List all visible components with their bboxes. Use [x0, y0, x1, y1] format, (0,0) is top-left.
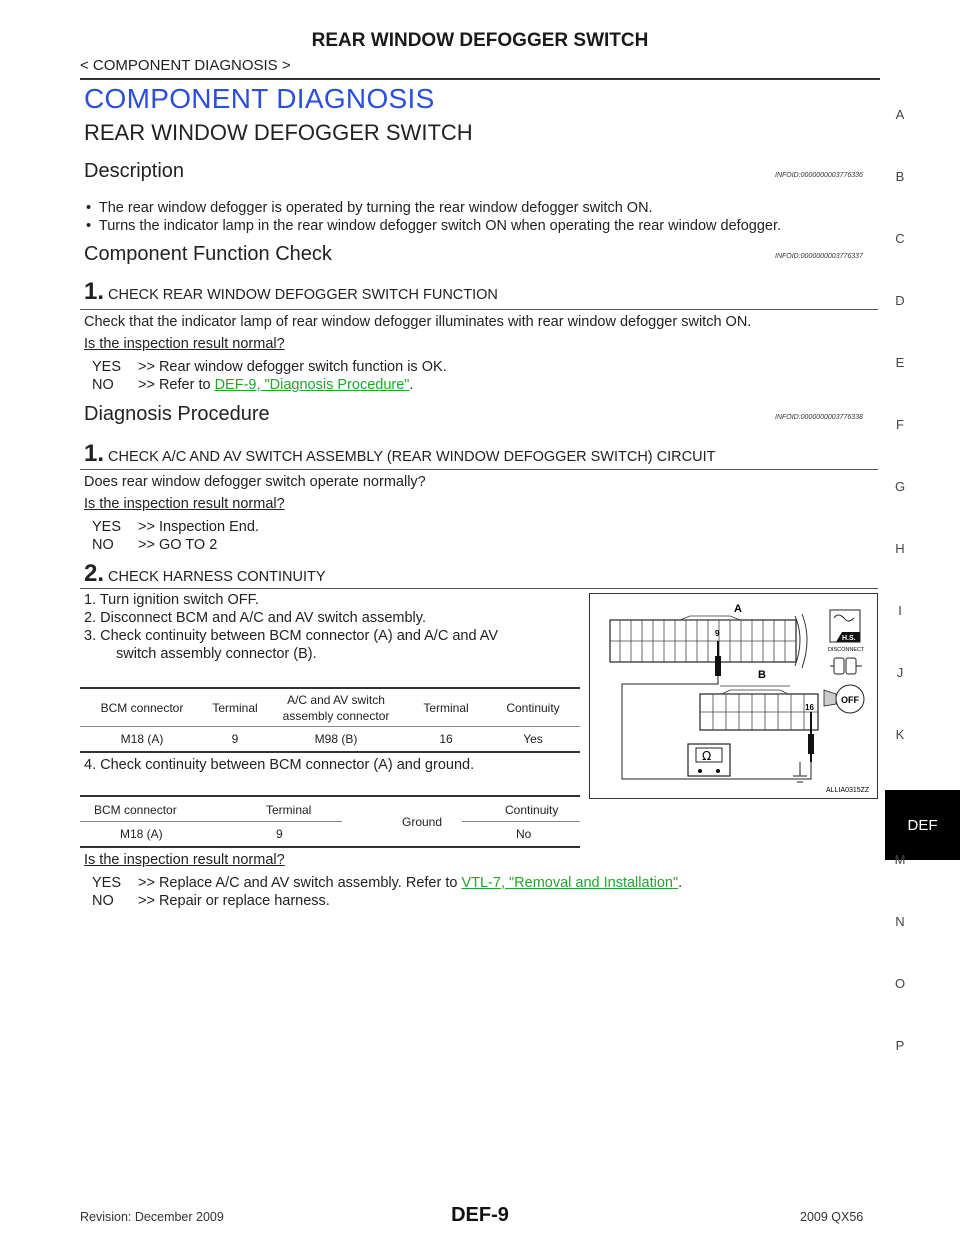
- sidebar-letter-f[interactable]: F: [896, 417, 904, 432]
- wiring-diagram: A 9 B 16: [609, 603, 870, 794]
- table-rule: [80, 795, 580, 797]
- procedure-item-1: 1. Turn ignition switch OFF.: [84, 592, 259, 608]
- hs-label: H.S.: [842, 635, 856, 642]
- pin-a-label: 9: [715, 629, 720, 638]
- disconnect-label: DISCONNECT: [828, 647, 865, 653]
- table-header: Ground: [402, 815, 443, 829]
- diagnosis-step-2-no: NO>> Repair or replace harness.: [92, 893, 330, 909]
- table-header: Continuity: [505, 803, 559, 817]
- table-header: BCM connector: [100, 701, 184, 715]
- ground-symbol: [793, 762, 807, 783]
- removal-installation-link[interactable]: VTL-7, "Removal and Installation": [461, 875, 679, 891]
- sidebar-letter-j[interactable]: J: [896, 665, 904, 680]
- table-rule: [80, 846, 580, 848]
- diagnosis-step-1-text: Does rear window defogger switch operate…: [84, 474, 426, 490]
- diagnosis-infoid: INFOID:0000000003776338: [775, 414, 863, 421]
- sidebar-letter-e[interactable]: E: [895, 355, 905, 370]
- function-check-yes: YES>> Rear window defogger switch functi…: [92, 359, 447, 375]
- procedure-item-2: 2. Disconnect BCM and A/C and AV switch …: [84, 610, 426, 626]
- function-check-step: 1.CHECK REAR WINDOW DEFOGGER SWITCH FUNC…: [84, 278, 498, 305]
- procedure-item-3: 3. Check continuity between BCM connecto…: [84, 628, 499, 644]
- diagnosis-step-2: 2.CHECK HARNESS CONTINUITY: [84, 560, 326, 587]
- function-check-heading: Component Function Check: [84, 243, 332, 265]
- table-cell: M98 (B): [314, 732, 358, 746]
- table-header: Terminal: [266, 803, 312, 817]
- ignition-off-icon: [823, 684, 865, 714]
- continuity-table-1: BCM connector Terminal A/C and AV switch…: [80, 690, 580, 751]
- sidebar-letter-n[interactable]: N: [895, 914, 905, 929]
- step-divider: [80, 309, 878, 310]
- footer-model: 2009 QX56: [800, 1210, 864, 1224]
- breadcrumb: < COMPONENT DIAGNOSIS >: [80, 57, 291, 74]
- sidebar-letter-def-active[interactable]: DEF: [885, 790, 960, 860]
- table-cell: 9: [231, 732, 239, 746]
- table-header: Continuity: [506, 701, 560, 715]
- diagnosis-step-2-question: Is the inspection result normal?: [84, 852, 285, 868]
- sidebar-letter-g[interactable]: G: [894, 479, 906, 494]
- table-header: BCM connector: [94, 803, 177, 817]
- hs-icon: [829, 609, 861, 643]
- description-bullet-2: • Turns the indicator lamp in the rear w…: [86, 218, 782, 234]
- off-label: OFF: [841, 695, 859, 705]
- function-check-text: Check that the indicator lamp of rear wi…: [84, 314, 752, 330]
- wiring-diagram-figure: A 9 B 16: [589, 593, 878, 799]
- sidebar-letter-a[interactable]: A: [895, 107, 905, 122]
- connector-b: [699, 685, 819, 731]
- table-header: Terminal: [212, 701, 258, 715]
- table-cell: No: [516, 827, 532, 841]
- header-divider: [80, 78, 880, 80]
- function-check-question: Is the inspection result normal?: [84, 336, 285, 352]
- page-header-title: REAR WINDOW DEFOGGER SWITCH: [311, 30, 649, 51]
- sidebar-letter-k[interactable]: K: [895, 727, 905, 742]
- table-cell: M18 (A): [120, 827, 163, 841]
- subsection-title: REAR WINDOW DEFOGGER SWITCH: [84, 120, 473, 145]
- diagnosis-step-1-yes: YES>> Inspection End.: [92, 519, 259, 535]
- table-cell: 9: [276, 827, 283, 841]
- table-rule: [80, 751, 580, 753]
- sidebar-letter-b[interactable]: B: [895, 169, 905, 184]
- connector-b-label: B: [758, 669, 766, 681]
- connector-a-label: A: [734, 603, 742, 615]
- table-header: Terminal: [423, 701, 469, 715]
- ohmmeter: [687, 743, 731, 777]
- disconnect-icon: [830, 657, 862, 675]
- connector-a: [609, 613, 808, 669]
- section-title: COMPONENT DIAGNOSIS: [84, 83, 435, 114]
- function-check-no: NO>> Refer to DEF-9, "Diagnosis Procedur…: [92, 377, 414, 393]
- sidebar-letter-h[interactable]: H: [895, 541, 905, 556]
- pin-b-label: 16: [805, 703, 814, 712]
- step-divider: [80, 469, 878, 470]
- footer-page-number: DEF-9: [451, 1204, 509, 1226]
- diagnosis-procedure-link[interactable]: DEF-9, "Diagnosis Procedure": [214, 377, 410, 393]
- table-cell: 16: [439, 732, 453, 746]
- table-cell: M18 (A): [120, 732, 164, 746]
- sidebar-letter-o[interactable]: O: [894, 976, 906, 991]
- sidebar-letter-c[interactable]: C: [895, 231, 905, 246]
- sidebar-letter-m[interactable]: M: [894, 852, 906, 867]
- figure-code: ALLIA0315ZZ: [826, 787, 870, 794]
- table-rule: [80, 687, 580, 689]
- sidebar-letter-d[interactable]: D: [895, 293, 905, 308]
- description-infoid: INFOID:0000000003776336: [775, 172, 863, 179]
- ohm-symbol: Ω: [702, 749, 711, 763]
- diagnosis-heading: Diagnosis Procedure: [84, 403, 270, 425]
- description-bullet-1: • The rear window defogger is operated b…: [86, 200, 653, 216]
- procedure-item-4: 4. Check continuity between BCM connecto…: [84, 757, 475, 773]
- sidebar-letter-i[interactable]: I: [898, 603, 902, 618]
- description-heading: Description: [84, 160, 185, 182]
- diagnosis-step-2-yes: YES>> Replace A/C and AV switch assembly…: [92, 875, 683, 891]
- step-divider: [80, 588, 878, 589]
- function-check-infoid: INFOID:0000000003776337: [775, 253, 863, 260]
- footer-revision: Revision: December 2009: [80, 1210, 224, 1224]
- diagnosis-step-1-no: NO>> GO TO 2: [92, 537, 218, 553]
- table-cell: Yes: [523, 732, 543, 746]
- diagnosis-step-1: 1.CHECK A/C AND AV SWITCH ASSEMBLY (REAR…: [84, 440, 716, 467]
- procedure-item-3-cont: switch assembly connector (B).: [116, 646, 317, 662]
- diagnosis-step-1-question: Is the inspection result normal?: [84, 496, 285, 512]
- table-header-row: BCM connector Terminal A/C and AV switch…: [80, 690, 580, 726]
- table-row: M18 (A) 9 M98 (B) 16 Yes: [80, 727, 580, 751]
- sidebar-letter-p[interactable]: P: [895, 1038, 905, 1053]
